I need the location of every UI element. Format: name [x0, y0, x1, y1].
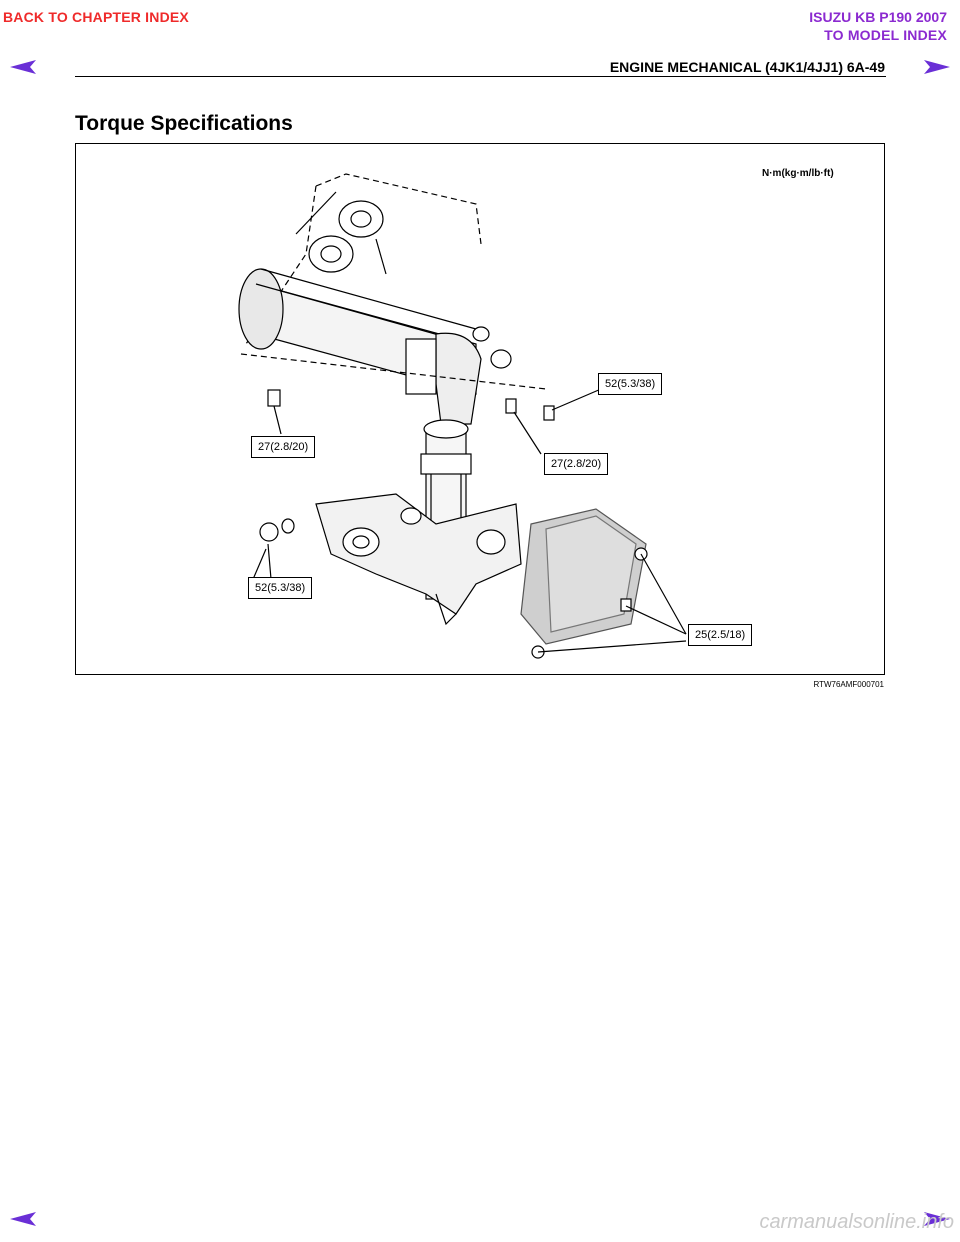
torque-callout: 27(2.8/20): [544, 453, 609, 475]
section-title: Torque Specifications: [75, 112, 293, 135]
torque-spec-figure: N·m(kg·m/lb·ft) 52(5.3/38) 27(2.8/20) 27…: [75, 143, 885, 675]
watermark: carmanualsonline.info: [759, 1211, 954, 1233]
model-title: ISUZU KB P190 2007: [809, 9, 947, 25]
back-to-chapter-index-link[interactable]: BACK TO CHAPTER INDEX: [3, 9, 189, 25]
egr-cooler-diagram: [238, 173, 687, 659]
units-label: N·m(kg·m/lb·ft): [762, 168, 834, 179]
torque-callout: 25(2.5/18): [688, 624, 753, 646]
previous-page-arrow-icon[interactable]: [8, 58, 38, 76]
torque-callout: 27(2.8/20): [251, 436, 316, 458]
next-page-arrow-icon[interactable]: [922, 1210, 952, 1228]
previous-page-arrow-icon[interactable]: [8, 1210, 38, 1228]
header-divider: [75, 76, 886, 77]
figure-id: RTW76AMF000701: [813, 680, 884, 689]
page-header-title: ENGINE MECHANICAL (4JK1/4JJ1) 6A-49: [609, 59, 885, 75]
torque-callout: 52(5.3/38): [598, 373, 663, 395]
torque-callout: 52(5.3/38): [248, 577, 313, 599]
next-page-arrow-icon[interactable]: [922, 58, 952, 76]
to-model-index-link[interactable]: TO MODEL INDEX: [824, 27, 947, 43]
